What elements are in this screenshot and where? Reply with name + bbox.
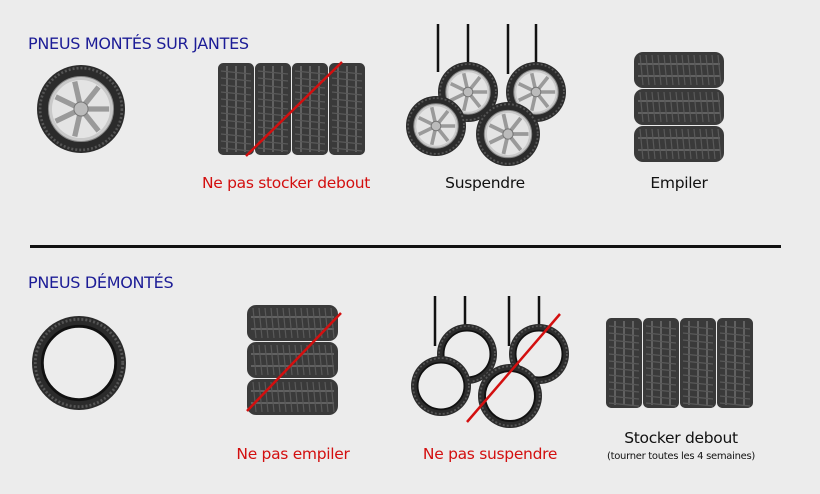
label-standing: Stocker debout <box>624 429 738 447</box>
section-title-mounted: PNEUS MONTÉS SUR JANTES <box>28 34 249 53</box>
standing-wheels-icon <box>218 61 365 157</box>
label-no-hang: Ne pas suspendre <box>422 445 558 463</box>
wheel-icon <box>37 65 125 153</box>
label-no-standing: Ne pas stocker debout <box>201 174 371 192</box>
tire-icon <box>32 316 126 410</box>
stacked-wheels-icon <box>634 52 724 162</box>
section-divider <box>30 245 781 248</box>
label-no-stack: Ne pas empiler <box>236 445 350 463</box>
section-title-unmounted: PNEUS DÉMONTÉS <box>28 273 174 292</box>
hanging-tires-icon <box>411 296 569 428</box>
hanging-wheels-icon <box>406 24 566 166</box>
label-standing-note: (tourner toutes les 4 semaines) <box>606 451 756 462</box>
stacked-tires-icon <box>246 305 342 415</box>
standing-tires-icon <box>606 318 753 408</box>
label-hang: Suspendre <box>445 174 525 192</box>
label-stack: Empiler <box>650 174 708 192</box>
